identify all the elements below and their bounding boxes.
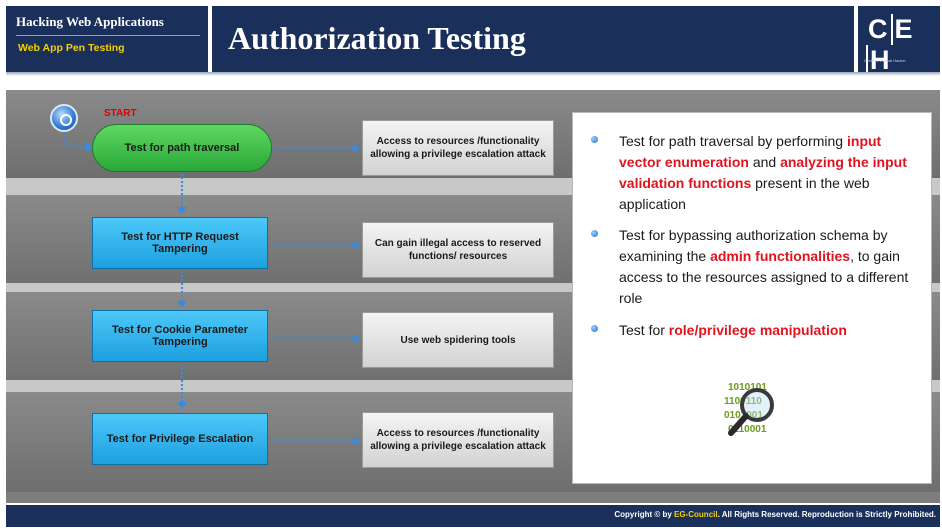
step-4-connector [272, 440, 354, 442]
highlighted-phrase: role/privilege manipulation [668, 322, 847, 338]
step-3-connector [272, 338, 354, 340]
module-title: Web App Pen Testing [18, 42, 125, 54]
step-1-connector [276, 147, 354, 149]
bullet-text: Test for role/privilege manipulation [619, 320, 919, 341]
start-arrow-icon [86, 142, 93, 152]
logo-letter-e: E [890, 14, 916, 45]
bullet-phrase: , to gain access to the resources assign… [619, 248, 909, 306]
step-cookie-parameter-tampering: Test for Cookie Parameter Tampering [92, 310, 268, 362]
highlighted-phrase: input vector enumeration [619, 133, 882, 170]
logo-letter-h: H [866, 45, 893, 76]
bullet-icon [591, 230, 598, 237]
start-label: START [104, 108, 137, 119]
down-arrow-1-icon [177, 207, 187, 214]
step-path-traversal: Test for path traversal [92, 124, 272, 172]
footer-bar: Copyright © by EG-Council. All Rights Re… [6, 505, 940, 527]
bullet-phrase: Test for path traversal by performing [619, 133, 847, 149]
step-http-request-tampering: Test for HTTP Request Tampering [92, 217, 268, 269]
copyright-prefix: Copyright © by [614, 510, 675, 519]
highlighted-phrase: analyzing the input validation functions [619, 154, 907, 191]
step-1-arrow-icon [353, 143, 360, 153]
step-1-result: Access to resources /functionality allow… [362, 120, 554, 176]
title-bar: Authorization Testing [212, 6, 854, 72]
binary-row: 0110001 [728, 424, 767, 435]
start-connector-horizontal [64, 146, 86, 148]
bullet-icon [591, 136, 598, 143]
step-2-result: Can gain illegal access to reserved func… [362, 222, 554, 278]
highlighted-phrase: admin functionalities [710, 248, 851, 264]
copyright-suffix: . All Rights Reserved. Reproduction is S… [717, 510, 936, 519]
step-4-result: Access to resources /functionality allow… [362, 412, 554, 468]
start-icon [50, 104, 78, 132]
start-connector-vertical [64, 133, 66, 147]
binary-magnifier-icon: 1010101 1100110 0101001 0110001 [724, 382, 774, 436]
copyright-notice: Copyright © by EG-Council. All Rights Re… [614, 510, 936, 519]
bullet-icon [591, 325, 598, 332]
header-shadow [6, 72, 940, 76]
bullet-phrase: and [748, 154, 781, 170]
logo-letter-c: C [868, 14, 889, 44]
step-3-result: Use web spidering tools [362, 312, 554, 368]
step-privilege-escalation: Test for Privilege Escalation [92, 413, 268, 465]
down-connector-1 [181, 174, 183, 207]
down-connector-2 [181, 271, 183, 301]
info-panel: Test for path traversal by performing in… [572, 112, 932, 484]
band-gap-2 [6, 283, 940, 292]
binary-row: 1010101 [728, 382, 767, 393]
page-title: Authorization Testing [228, 20, 526, 56]
bullet-phrase: present in the web application [619, 175, 870, 212]
down-arrow-3-icon [177, 402, 187, 409]
step-4-arrow-icon [353, 436, 360, 446]
header-divider [16, 35, 200, 36]
bullet-text: Test for path traversal by performing in… [619, 131, 919, 215]
step-2-connector [272, 244, 354, 246]
copyright-brand: EG-Council [674, 510, 718, 519]
course-title: Hacking Web Applications [16, 14, 164, 29]
bullet-phrase: Test for [619, 322, 669, 338]
bullet-text: Test for bypassing authorization schema … [619, 225, 919, 309]
down-connector-3 [181, 364, 183, 402]
step-2-arrow-icon [353, 240, 360, 250]
course-header: Hacking Web Applications Web App Pen Tes… [6, 6, 211, 72]
logo-subtitle: Certified Ethical Hacker [864, 58, 906, 63]
down-arrow-2-icon [177, 301, 187, 308]
step-3-arrow-icon [353, 334, 360, 344]
bullet-phrase: Test for bypassing authorization schema … [619, 227, 888, 264]
